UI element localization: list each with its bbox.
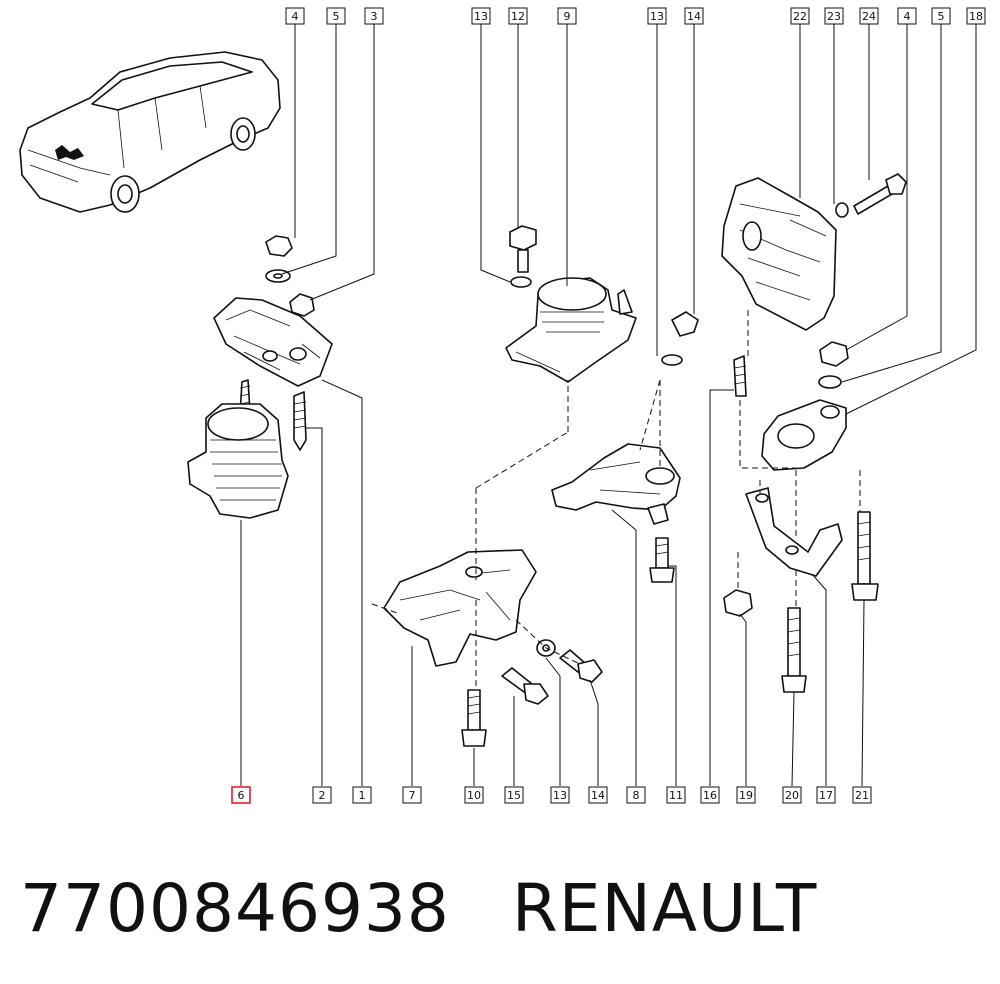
- nut-part-19: [723, 589, 753, 617]
- bracket-part-1: [213, 297, 333, 387]
- callout-8: 8: [626, 786, 646, 804]
- callout-22: 22: [790, 7, 810, 25]
- bolt-part-24: [853, 185, 893, 215]
- callout-number: 2: [319, 789, 326, 802]
- callout-number: 22: [793, 10, 807, 23]
- callout-number: 4: [292, 10, 299, 23]
- callout-number: 23: [827, 10, 841, 23]
- bolt-part-14: [671, 311, 699, 337]
- callout-number: 17: [819, 789, 833, 802]
- callout-18: 18: [966, 7, 986, 25]
- callout-number: 4: [904, 10, 911, 23]
- callout-15: 15: [504, 786, 524, 804]
- nut-part-4: [265, 235, 293, 257]
- callout-number: 20: [785, 789, 799, 802]
- callout-13: 13: [471, 7, 491, 25]
- callout-number: 3: [371, 10, 378, 23]
- callout-number: 18: [969, 10, 983, 23]
- callout-number: 14: [687, 10, 701, 23]
- callout-6: 6: [231, 786, 251, 804]
- callout-1: 1: [352, 786, 372, 804]
- callout-number: 5: [333, 10, 340, 23]
- callout-4: 4: [285, 7, 305, 25]
- callout-number: 16: [703, 789, 717, 802]
- nut-part-4b: [819, 341, 849, 367]
- bracket-part-22: [721, 177, 837, 331]
- callout-number: 11: [669, 789, 683, 802]
- callout-number: 13: [474, 10, 488, 23]
- callout-23: 23: [824, 7, 844, 25]
- callout-24: 24: [859, 7, 879, 25]
- callout-20: 20: [782, 786, 802, 804]
- bolt-part-12: [509, 225, 537, 251]
- bracket-part-17: [745, 487, 843, 577]
- callout-14: 14: [684, 7, 704, 25]
- brand-text: RENAULT: [511, 869, 818, 947]
- callout-19: 19: [736, 786, 756, 804]
- callout-21: 21: [852, 786, 872, 804]
- washer-part-5b: [818, 375, 842, 389]
- right-mount-assembly: [721, 173, 907, 693]
- callout-3: 3: [364, 7, 384, 25]
- part-number-text: 7700846938: [20, 869, 450, 947]
- callout-16: 16: [700, 786, 720, 804]
- callout-number: 13: [553, 789, 567, 802]
- callout-number: 21: [855, 789, 869, 802]
- callout-number: 10: [467, 789, 481, 802]
- stud-part-2: [293, 391, 307, 451]
- callout-number: 12: [511, 10, 525, 23]
- callout-7: 7: [402, 786, 422, 804]
- caption: 7700846938 RENAULT: [20, 858, 817, 958]
- callout-number: 8: [633, 789, 640, 802]
- callout-17: 17: [816, 786, 836, 804]
- left-mount-assembly: [187, 235, 333, 519]
- callout-number: 14: [591, 789, 605, 802]
- callout-13: 13: [647, 7, 667, 25]
- callout-13: 13: [550, 786, 570, 804]
- callout-number: 24: [862, 10, 876, 23]
- callout-4: 4: [897, 7, 917, 25]
- callout-10: 10: [464, 786, 484, 804]
- leader-lines: [240, 24, 977, 787]
- callout-number: 15: [507, 789, 521, 802]
- callout-12: 12: [508, 7, 528, 25]
- callout-number: 9: [564, 10, 571, 23]
- bracket-part-7: [383, 549, 537, 667]
- callout-5: 5: [326, 7, 346, 25]
- callout-number: 19: [739, 789, 753, 802]
- callout-number: 6: [238, 789, 245, 802]
- callout-14: 14: [588, 786, 608, 804]
- callout-2: 2: [312, 786, 332, 804]
- callout-number: 13: [650, 10, 664, 23]
- callout-number: 7: [409, 789, 416, 802]
- callout-11: 11: [666, 786, 686, 804]
- callout-9: 9: [557, 7, 577, 25]
- washer-part-23: [835, 202, 849, 218]
- middle-mount-assembly: [371, 225, 699, 747]
- callout-number: 1: [359, 789, 366, 802]
- car-illustration: [19, 51, 281, 213]
- callout-5: 5: [931, 7, 951, 25]
- callout-number: 5: [938, 10, 945, 23]
